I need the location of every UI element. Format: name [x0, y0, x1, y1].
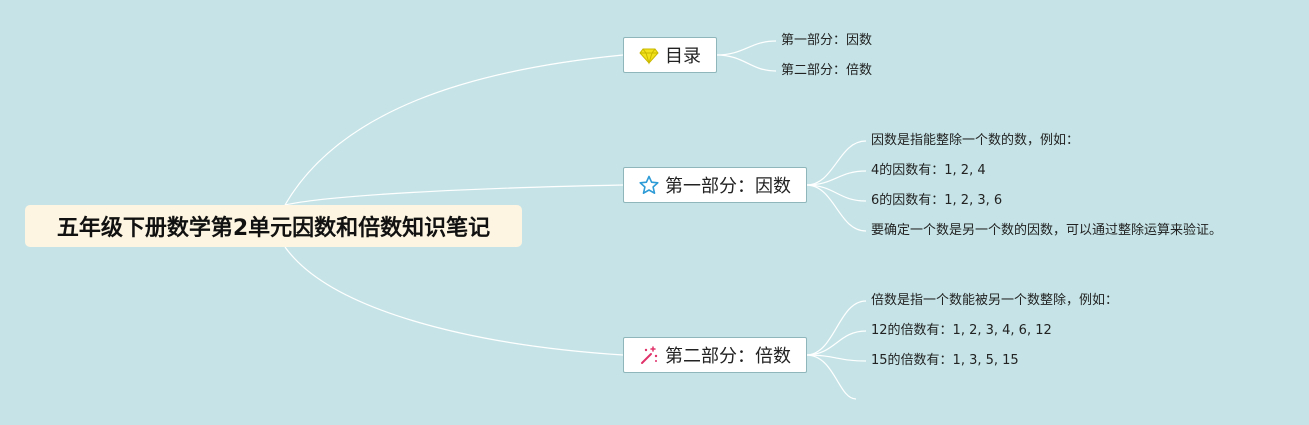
multiple-note[interactable]: 倍数是指一个数能被另一个数整除，例如： — [871, 293, 1119, 308]
multiple-note[interactable]: 15的倍数有：1, 3, 5, 15 — [871, 353, 1019, 368]
branch-toc-label: 目录 — [665, 46, 701, 67]
connector-root-toc — [284, 54, 624, 206]
connector-toc-child-1 — [715, 40, 777, 56]
branch-part1-factors[interactable]: 第一部分：因数 — [623, 167, 807, 203]
multiple-note[interactable]: 12的倍数有：1, 2, 3, 4, 6, 12 — [871, 323, 1052, 338]
factor-note[interactable]: 4的因数有：1, 2, 4 — [871, 163, 986, 178]
magic-wand-icon — [639, 345, 659, 365]
factor-note[interactable]: 6的因数有：1, 2, 3, 6 — [871, 193, 1003, 208]
factor-note[interactable]: 要确定一个数是另一个数的因数，可以通过整除运算来验证。 — [871, 223, 1223, 238]
diamond-icon — [639, 45, 659, 65]
branch-toc[interactable]: 目录 — [623, 37, 717, 73]
connector-part2-child-3 — [805, 354, 867, 362]
connector-part2-child-2 — [805, 330, 867, 356]
root-topic[interactable]: 五年级下册数学第2单元因数和倍数知识笔记 — [25, 205, 522, 247]
branch-part1-label: 第一部分：因数 — [665, 176, 791, 197]
connector-toc-child-2 — [715, 54, 777, 72]
connector-part1-child-2 — [805, 170, 867, 186]
toc-item[interactable]: 第二部分：倍数 — [781, 63, 873, 78]
star-outline-icon — [639, 175, 659, 195]
factor-note[interactable]: 因数是指能整除一个数的数，例如： — [871, 133, 1080, 148]
root-title: 五年级下册数学第2单元因数和倍数知识笔记 — [56, 216, 491, 241]
connector-part1-child-3 — [805, 184, 867, 202]
connector-root-part2 — [284, 246, 624, 356]
connector-root-part1 — [284, 184, 624, 206]
branch-part2-label: 第二部分：倍数 — [665, 346, 791, 367]
connector-part2-child-4 — [805, 354, 857, 400]
branch-part2-multiples[interactable]: 第二部分：倍数 — [623, 337, 807, 373]
connector-part1-child-4 — [805, 184, 867, 232]
connector-part1-child-1 — [805, 140, 867, 186]
toc-item[interactable]: 第一部分：因数 — [781, 33, 873, 48]
connector-part2-child-1 — [805, 300, 867, 356]
